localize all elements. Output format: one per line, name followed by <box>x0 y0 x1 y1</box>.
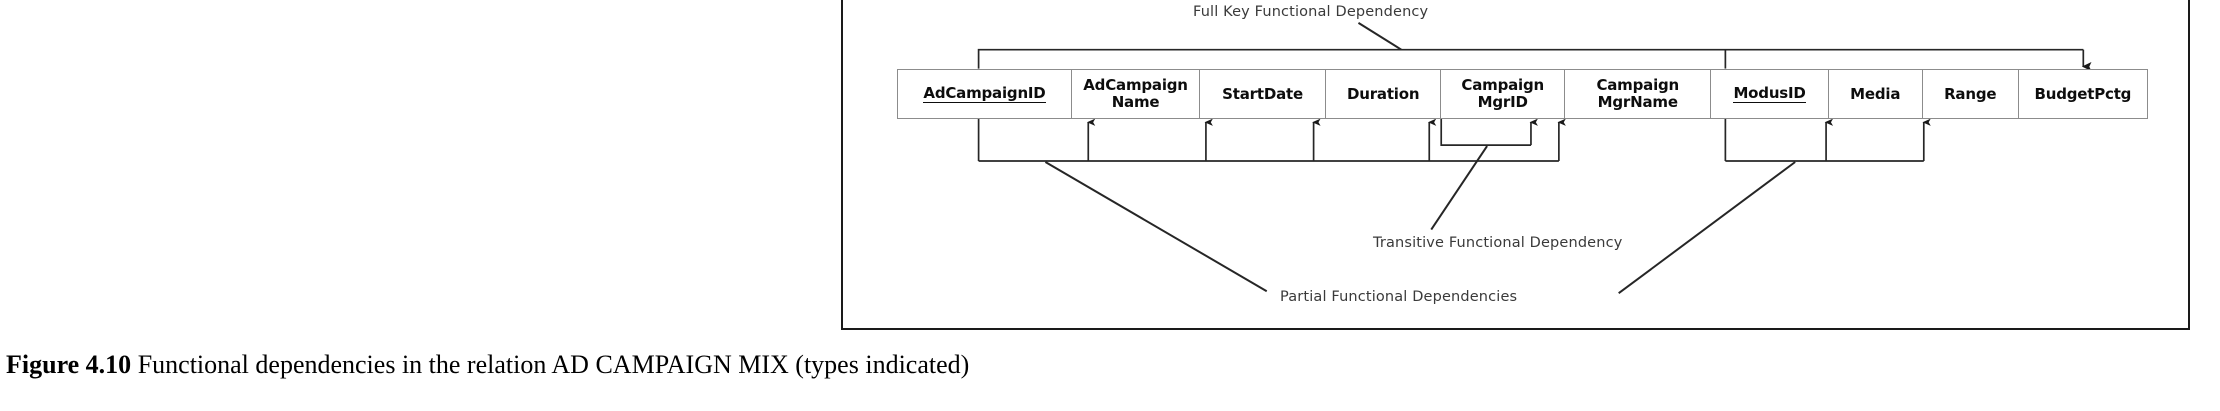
attribute-label: Range <box>1944 84 1997 103</box>
attribute-label: ModusID <box>1733 83 1806 104</box>
attribute-label: Duration <box>1346 84 1420 103</box>
relation-attribute-table: AdCampaignID AdCampaign Name StartDate D… <box>897 69 2149 119</box>
transitive-dependency-label: Transitive Functional Dependency <box>1373 235 1623 251</box>
attribute-label: StartDate <box>1222 84 1303 103</box>
partial-dependency-group-modusid <box>1724 118 1931 162</box>
attribute-cell-campaignmgrid[interactable]: Campaign MgrID <box>1440 69 1566 119</box>
dependency-connector-layer <box>977 22 2092 295</box>
attribute-cell-campaignmgrname[interactable]: Campaign MgrName <box>1564 69 1712 119</box>
attribute-cell-budgetpctg[interactable]: BudgetPctg <box>2017 69 2149 119</box>
figure-frame: AdCampaignID AdCampaign Name StartDate D… <box>841 0 2190 330</box>
attribute-cell-startdate[interactable]: StartDate <box>1199 69 1327 119</box>
attribute-cell-adcampaignid[interactable]: AdCampaignID <box>897 69 1072 119</box>
partial-dependency-group-adcampaignid <box>977 118 1566 162</box>
table-row: AdCampaignID AdCampaign Name StartDate D… <box>897 69 2149 119</box>
figure-caption-number: Figure 4.10 <box>6 350 132 379</box>
full-key-dependency-connector <box>977 48 2092 72</box>
attribute-label: Campaign MgrName <box>1596 76 1680 111</box>
attribute-cell-modusid[interactable]: ModusID <box>1710 69 1829 119</box>
partial-leader-line-right <box>1618 161 1796 295</box>
partial-leader-line-left <box>1044 161 1268 293</box>
full-key-dependency-label: Full Key Functional Dependency <box>1193 4 1429 20</box>
attribute-cell-media[interactable]: Media <box>1827 69 1923 119</box>
attribute-label: Campaign MgrID <box>1461 76 1544 111</box>
attribute-label: AdCampaignID <box>923 83 1046 104</box>
figure-caption-text: Functional dependencies in the relation … <box>131 350 970 379</box>
attribute-label: Media <box>1850 84 1901 103</box>
transitive-dependency-connector <box>1440 118 1538 146</box>
attribute-cell-range[interactable]: Range <box>1921 69 2019 119</box>
transitive-leader-line <box>1430 145 1488 231</box>
partial-dependencies-label: Partial Functional Dependencies <box>1280 289 1518 305</box>
attribute-label: BudgetPctg <box>2034 84 2132 103</box>
figure-caption: Figure 4.10 Functional dependencies in t… <box>6 350 969 380</box>
full-key-leader-line <box>1357 22 1402 51</box>
attribute-label: AdCampaign Name <box>1083 76 1188 111</box>
attribute-cell-adcampaignname[interactable]: AdCampaign Name <box>1070 69 1201 119</box>
attribute-cell-duration[interactable]: Duration <box>1325 69 1442 119</box>
